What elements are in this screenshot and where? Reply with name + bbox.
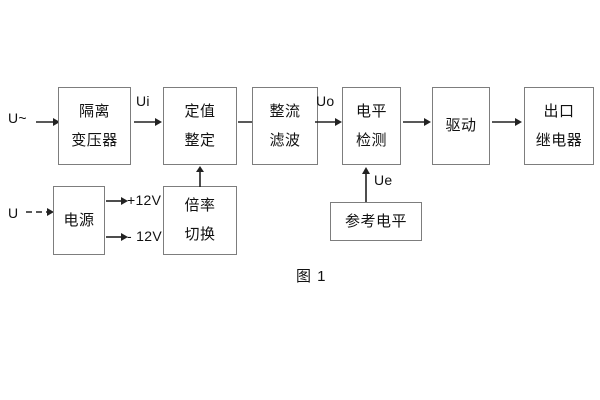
arrow-level-detection-to-drive <box>403 118 431 126</box>
block-setting-value: 定值 整定 <box>163 87 237 165</box>
block-line: 滤波 <box>269 131 301 149</box>
block-line: 整定 <box>184 131 216 149</box>
signal-ue-label: Ue <box>374 172 393 188</box>
arrow-drive-to-output-relay <box>492 118 522 126</box>
block-line: 电源 <box>63 211 95 229</box>
block-line: 隔离 <box>78 102 110 120</box>
arrow-supply-negative <box>106 233 128 241</box>
block-multiplier-switch: 倍率 切换 <box>163 186 237 255</box>
block-line: 整流 <box>269 102 301 120</box>
block-line: 出口 <box>543 102 575 120</box>
arrow-multiplier-to-setting <box>196 166 204 187</box>
input-ac-label: U~ <box>8 110 27 126</box>
block-level-detection: 电平 检测 <box>342 87 401 165</box>
block-isolation-transformer: 隔离 变压器 <box>58 87 131 165</box>
arrow-reference-to-level-detection <box>362 167 370 202</box>
block-line: 继电器 <box>535 131 583 149</box>
block-power-supply: 电源 <box>53 186 105 255</box>
block-rectifier-filter: 整流 滤波 <box>252 87 318 165</box>
block-output-relay: 出口 继电器 <box>524 87 594 165</box>
arrow-supply-positive <box>106 197 128 205</box>
signal-ui-label: Ui <box>136 93 150 109</box>
block-reference-level: 参考电平 <box>330 202 422 241</box>
arrow-rectifier-to-level-detection <box>315 118 342 126</box>
arrow-isolation-to-setting <box>134 118 162 126</box>
figure-caption: 图 1 <box>296 268 327 285</box>
input-dc-label: U <box>8 205 19 221</box>
signal-uo-label: Uo <box>316 93 335 109</box>
supply-positive-label: +12V <box>127 192 162 208</box>
supply-negative-label: - 12V <box>127 228 162 244</box>
block-line: 电平 <box>355 102 387 120</box>
block-line: 驱动 <box>445 117 477 135</box>
block-line: 参考电平 <box>344 212 407 230</box>
arrow-input-ac-to-isolation <box>36 118 60 126</box>
block-line: 切换 <box>184 226 216 243</box>
block-drive: 驱动 <box>432 87 490 165</box>
block-line: 检测 <box>355 131 387 149</box>
block-line: 变压器 <box>71 131 118 149</box>
block-line: 倍率 <box>184 197 216 215</box>
arrow-input-dc-to-power-supply <box>26 208 54 216</box>
block-line: 定值 <box>184 102 216 120</box>
